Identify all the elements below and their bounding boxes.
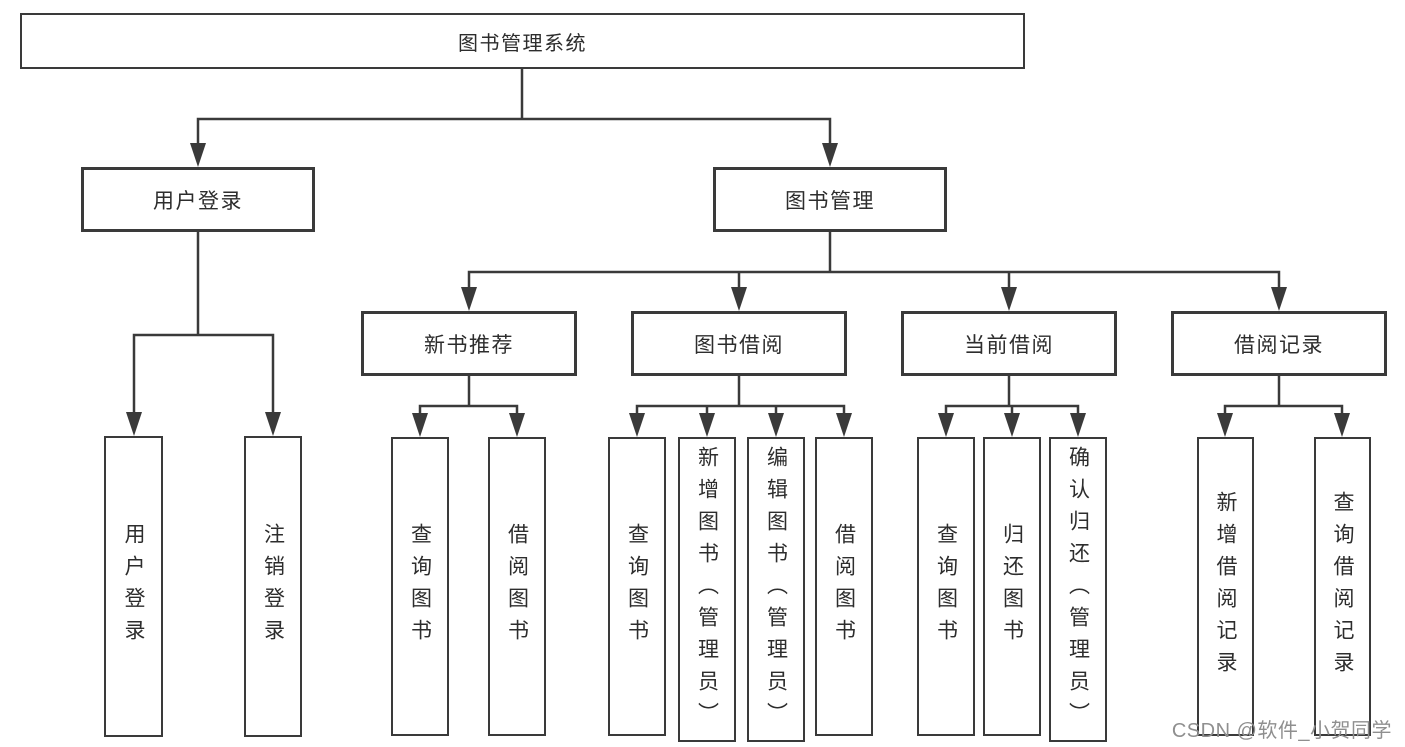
arrowhead — [461, 287, 477, 311]
arrowhead — [1217, 413, 1233, 437]
arrowhead — [1001, 287, 1017, 311]
node-root: 图书管理系统 — [20, 13, 1025, 69]
node-v-query-book-1: 查询图书 — [391, 437, 449, 736]
node-user-login: 用户登录 — [81, 167, 315, 232]
arrowhead — [412, 413, 428, 437]
arrowhead — [1271, 287, 1287, 311]
arrowhead — [1004, 413, 1020, 437]
node-v-edit-book: 编辑图书（管理员） — [747, 437, 805, 742]
arrowhead — [265, 412, 281, 436]
arrowhead — [629, 413, 645, 437]
node-v-query-book-2: 查询图书 — [608, 437, 666, 736]
node-book-borrow: 图书借阅 — [631, 311, 847, 376]
arrowhead — [190, 143, 206, 167]
node-v-confirm-return: 确认归还（管理员） — [1049, 437, 1107, 742]
node-current-borrow: 当前借阅 — [901, 311, 1117, 376]
arrowhead — [938, 413, 954, 437]
node-v-query-record: 查询借阅记录 — [1314, 437, 1371, 736]
arrowhead — [699, 413, 715, 437]
arrowhead — [1070, 413, 1086, 437]
node-v-logout: 注销登录 — [244, 436, 302, 737]
node-v-return-book: 归还图书 — [983, 437, 1041, 736]
node-v-borrow-book-1: 借阅图书 — [488, 437, 546, 736]
arrowhead — [768, 413, 784, 437]
arrowhead — [731, 287, 747, 311]
arrowhead — [509, 413, 525, 437]
node-v-query-book-3: 查询图书 — [917, 437, 975, 736]
arrowhead — [822, 143, 838, 167]
arrowhead — [126, 412, 142, 436]
watermark-text: CSDN @软件_小贺同学 — [1171, 720, 1392, 742]
arrowhead — [836, 413, 852, 437]
node-borrow-records: 借阅记录 — [1171, 311, 1387, 376]
arrowhead — [1334, 413, 1350, 437]
node-v-borrow-book-2: 借阅图书 — [815, 437, 873, 736]
node-new-book: 新书推荐 — [361, 311, 577, 376]
node-v-add-record: 新增借阅记录 — [1197, 437, 1254, 736]
node-v-add-book: 新增图书（管理员） — [678, 437, 736, 742]
node-book-mgmt: 图书管理 — [713, 167, 947, 232]
node-v-user-login: 用户登录 — [104, 436, 163, 737]
